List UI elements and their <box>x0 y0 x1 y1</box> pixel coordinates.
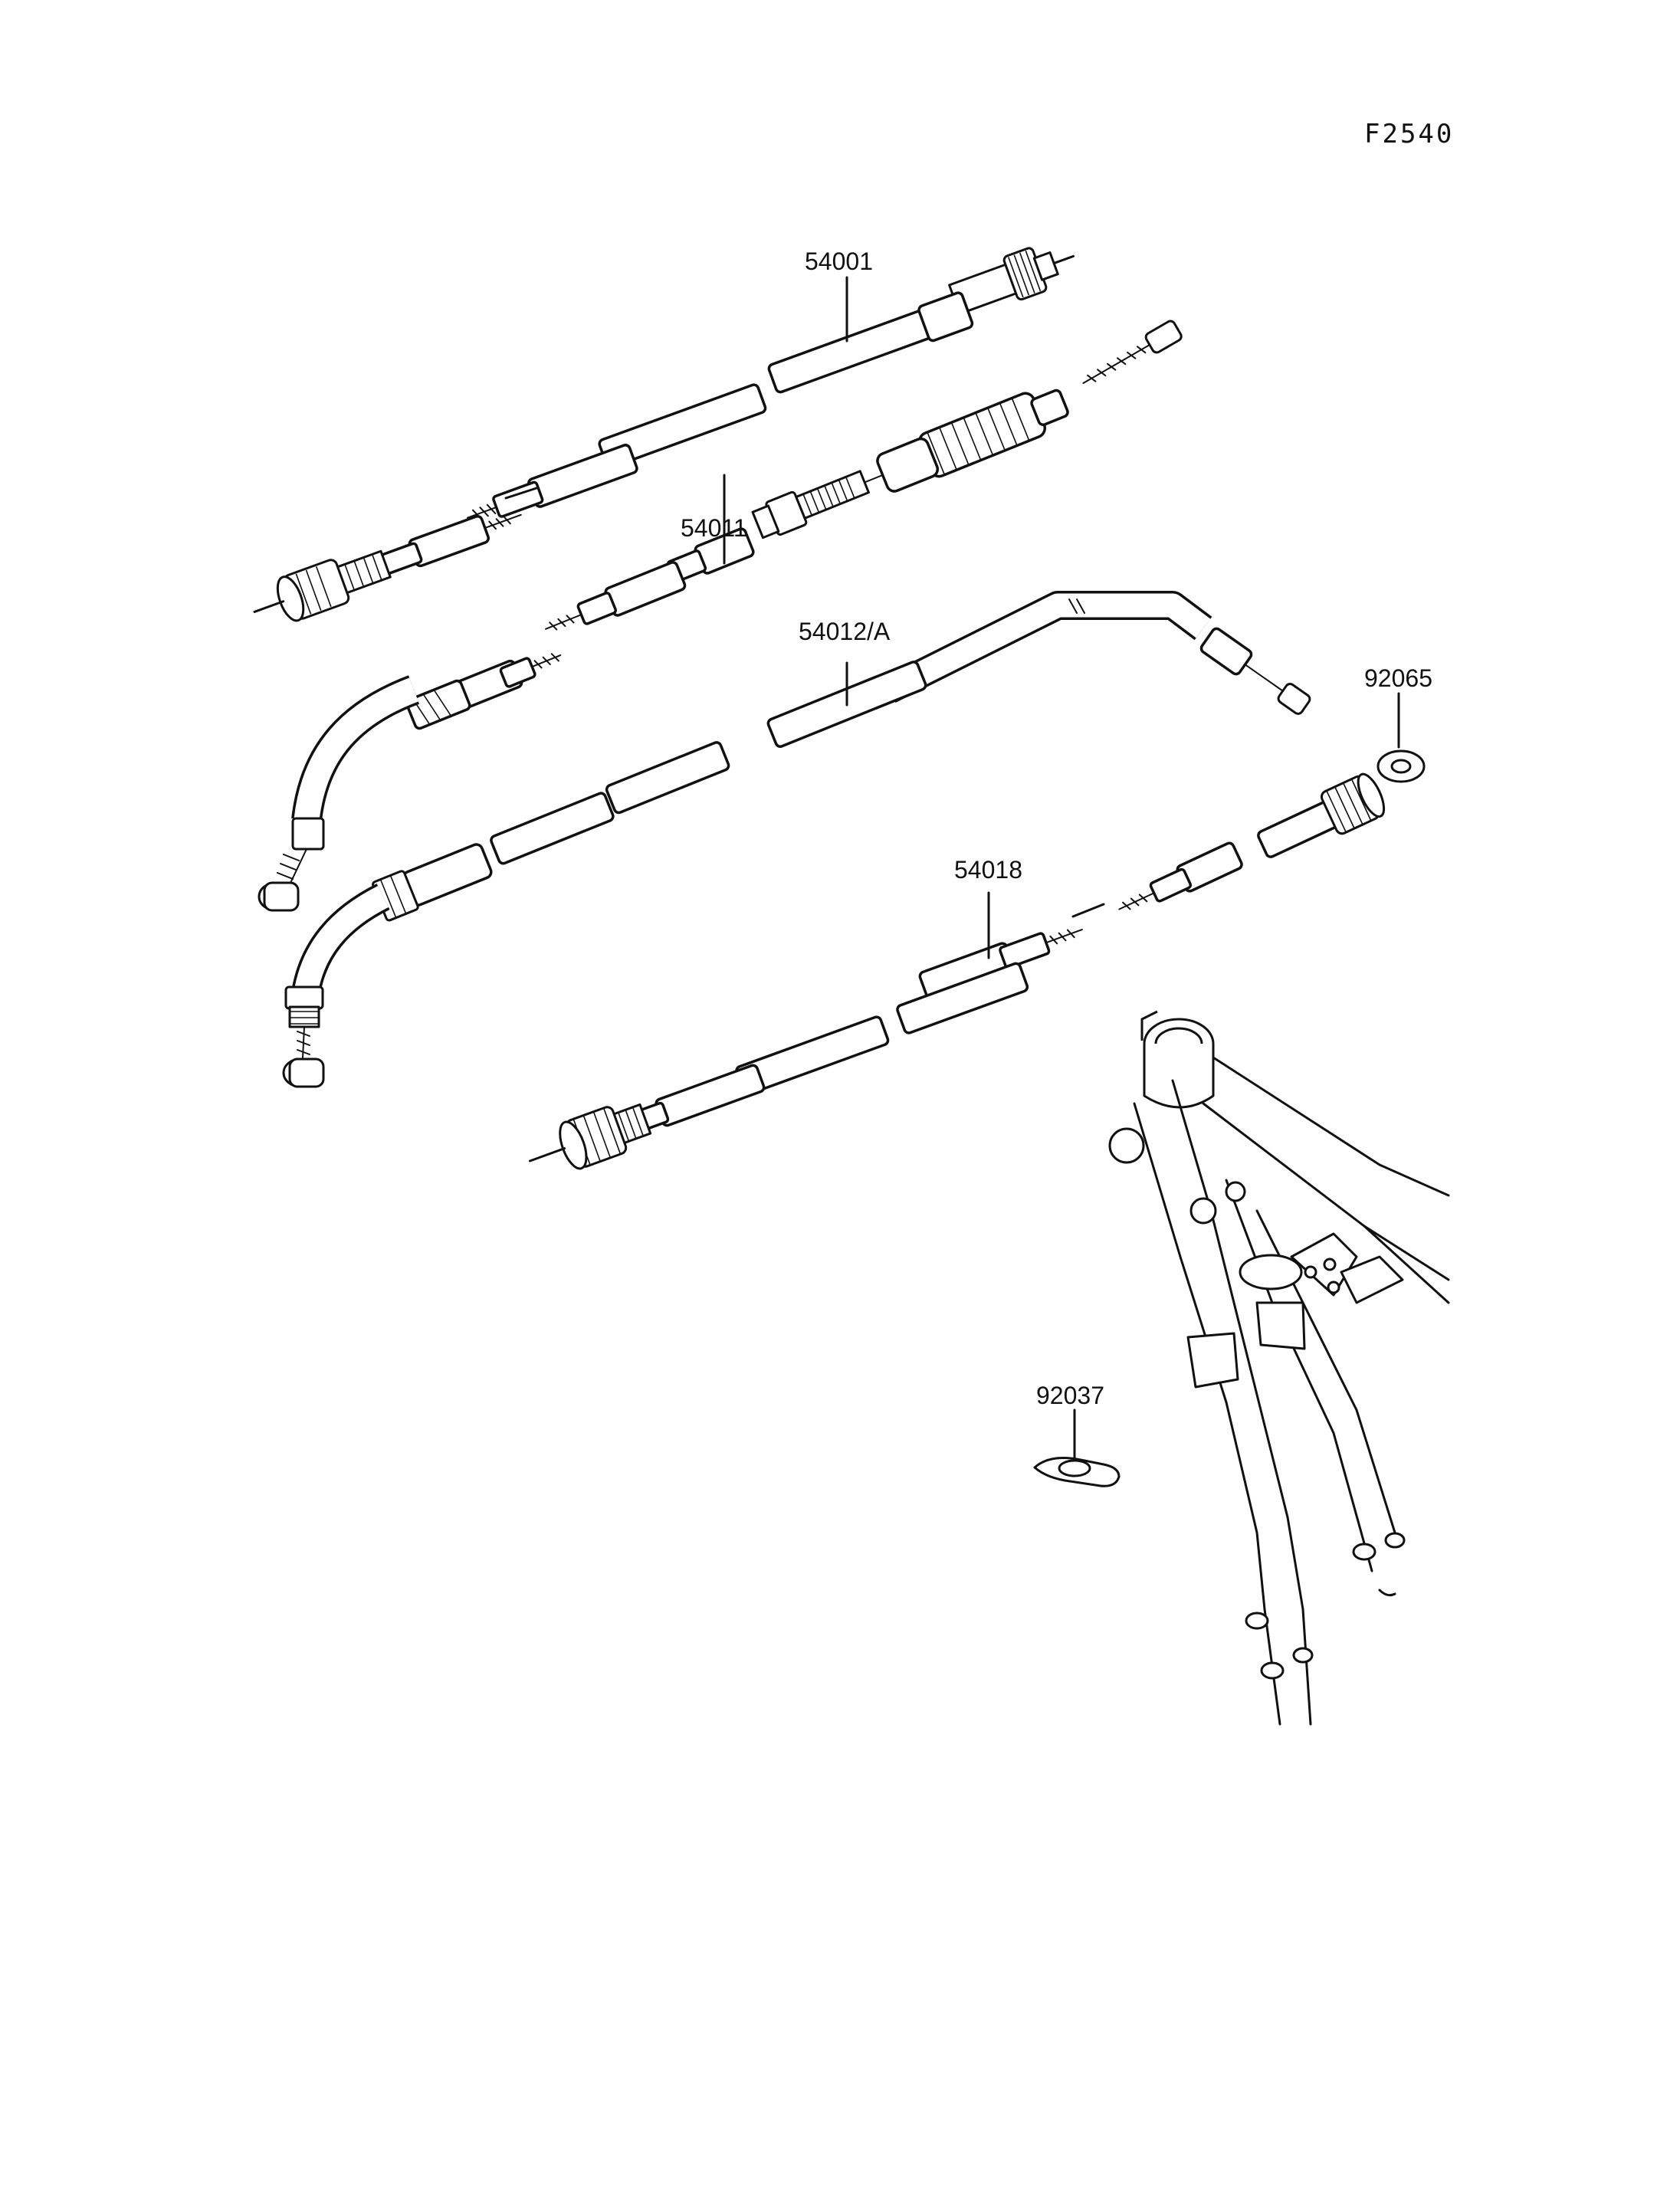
washer-92065 <box>1376 692 1426 783</box>
callout-54012a: 54012/A <box>799 618 891 645</box>
cable-54012 <box>282 591 1311 1088</box>
callout-54018: 54018 <box>954 856 1022 884</box>
callout-92037: 92037 <box>1036 1382 1104 1409</box>
callout-54011: 54011 <box>681 514 747 542</box>
cable-54001 <box>253 247 1075 622</box>
drawing-code: F2540 <box>1364 119 1454 149</box>
cable-54018 <box>528 772 1386 1170</box>
clamp-92037 <box>1033 1408 1121 1487</box>
cable-54011 <box>258 320 1183 912</box>
callout-92065: 92065 <box>1364 664 1432 692</box>
motorcycle-frame <box>1108 1010 1450 1726</box>
callout-54001: 54001 <box>805 248 873 275</box>
